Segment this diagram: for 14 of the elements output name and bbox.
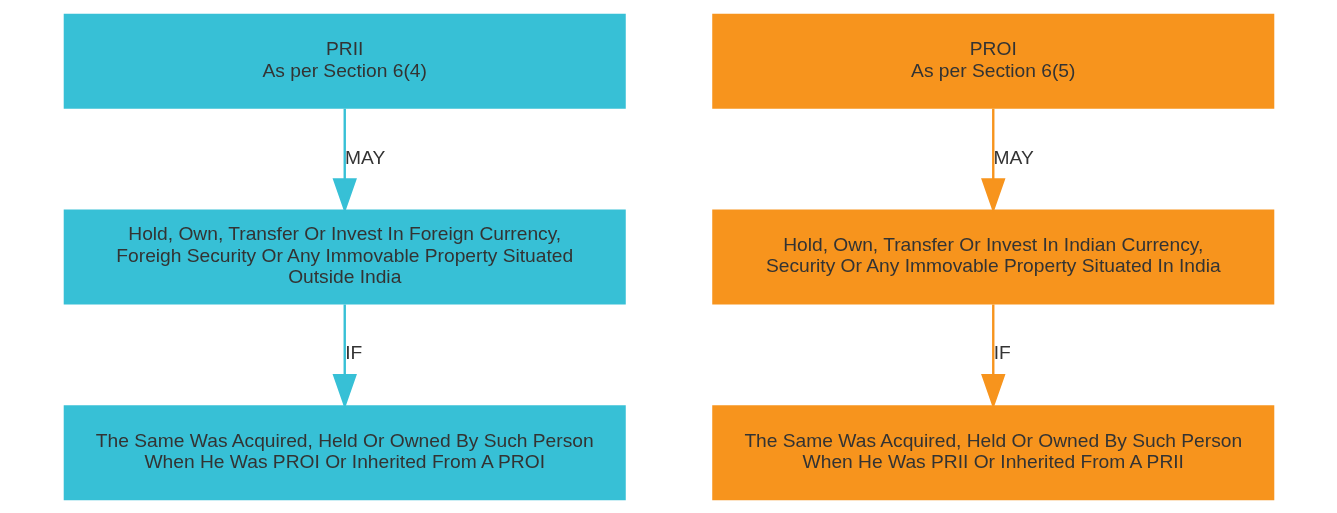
node-box: Hold, Own, Transfer Or Invest In Indian Currency, Security Or Any Immovable Property Situated In India xyxy=(711,209,1274,304)
edge-label: MAY xyxy=(993,146,1034,168)
edge-label: IF xyxy=(993,341,1011,363)
node-box: The Same Was Acquired, Held Or Owned By Such Person When He Was PRII Or Inherited From A PRII xyxy=(711,404,1274,500)
node-box: The Same Was Acquired, Held Or Owned By Such Person When He Was PROI Or Inherited From A PROI xyxy=(63,404,626,500)
node-box: PROI As per Section 6(5) xyxy=(711,13,1274,109)
edge-label: MAY xyxy=(344,146,385,168)
node-box: Hold, Own, Transfer Or Invest In Foreign Currency, Foreigh Security Or Any Immovable Property Situated Outside India xyxy=(63,209,626,304)
edge-label: IF xyxy=(344,341,362,363)
arrow xyxy=(332,108,357,213)
arrow xyxy=(980,108,1005,213)
arrow xyxy=(332,304,357,409)
node-box: PRII As per Section 6(4) xyxy=(63,13,626,109)
arrow xyxy=(980,304,1005,409)
